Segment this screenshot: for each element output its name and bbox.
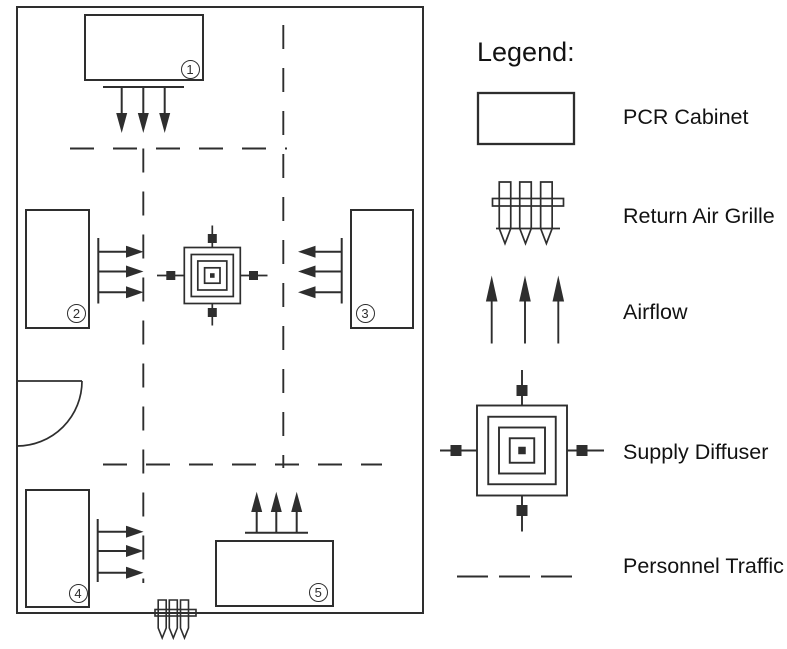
return-air-grille-symbol (154, 599, 197, 641)
cabinet-2 (25, 209, 90, 329)
cabinet-2-number: 2 (67, 304, 86, 323)
floor-plan (16, 6, 424, 641)
legend-label-airflow: Airflow (623, 300, 688, 324)
supply-diffuser-icon (440, 370, 604, 532)
legend-label-return-air-grille: Return Air Grille (623, 204, 775, 228)
cabinet-4-number: 4 (68, 584, 88, 603)
cabinet-1-number: 1 (180, 60, 200, 79)
pcr-cabinet-icon (476, 91, 576, 146)
cabinet-5-number: 5 (308, 583, 328, 602)
legend-label-personnel-traffic: Personnel Traffic (623, 554, 784, 578)
personnel-traffic-lines (70, 25, 382, 583)
airflow-icon (485, 275, 565, 344)
airflow-arrows-cabinet-5 (245, 491, 308, 534)
legend-label-pcr-cabinet: PCR Cabinet (623, 104, 749, 129)
return-air-grille-icon (491, 181, 565, 246)
airflow-arrows-cabinet-1 (103, 86, 184, 133)
cabinet-3 (350, 209, 414, 329)
room-outline (16, 6, 424, 614)
door (16, 380, 83, 447)
cabinet-5 (215, 540, 334, 607)
cabinet-4 (25, 489, 90, 608)
cabinet-1 (84, 14, 204, 81)
legend-label-supply-diffuser: Supply Diffuser (623, 439, 769, 464)
airflow-arrows-cabinet-2 (97, 238, 144, 304)
cabinet-3-number: 3 (355, 304, 375, 323)
airflow-arrows-cabinet-3 (298, 238, 343, 304)
legend-title: Legend: (477, 37, 575, 67)
supply-diffuser-symbol (157, 225, 268, 326)
airflow-arrows-cabinet-4 (96, 519, 144, 582)
